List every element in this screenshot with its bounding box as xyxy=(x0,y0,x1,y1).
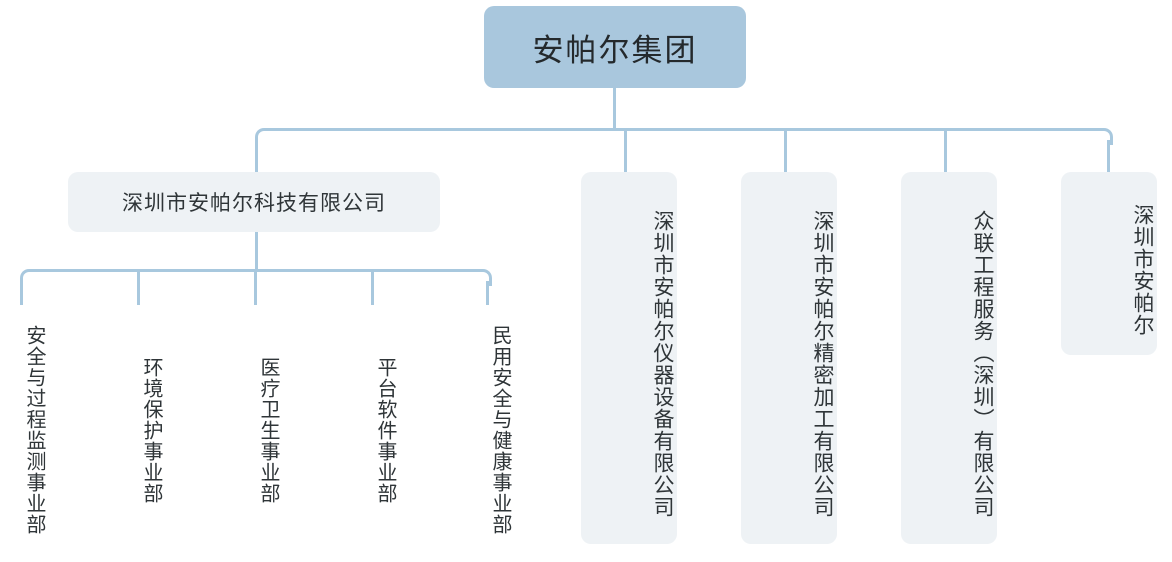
subsidiary-node-5-label: 深圳市安帕尔 xyxy=(1131,203,1154,336)
connector-drop-department-1 xyxy=(20,281,23,305)
connector-subsidiary-1-stem xyxy=(255,232,258,272)
connector-drop-department-4 xyxy=(371,272,374,305)
connector-main-bus xyxy=(266,128,1099,131)
connector-drop-department-3 xyxy=(254,272,257,305)
connector-root-stem xyxy=(613,88,616,131)
connector-bus-right-corner xyxy=(1098,128,1113,145)
connector-drop-subsidiary-5 xyxy=(1107,140,1110,172)
subsidiary-node-4-label: 众联工程服务（深圳）有限公司 xyxy=(971,210,994,518)
subsidiary-node-3[interactable]: 深圳市安帕尔精密加工有限公司 xyxy=(741,172,837,544)
department-node-4[interactable]: 平台软件事业部 xyxy=(351,305,396,555)
root-node-anpaer-group[interactable]: 安帕尔集团 xyxy=(484,6,746,88)
connector-dept-bus-right-corner xyxy=(477,269,492,286)
subsidiary-node-5[interactable]: 深圳市安帕尔 xyxy=(1061,172,1157,355)
department-node-5[interactable]: 民用安全与健康事业部 xyxy=(466,305,511,555)
connector-drop-department-2 xyxy=(137,272,140,305)
root-node-label: 安帕尔集团 xyxy=(532,32,698,68)
department-node-3-label: 医疗卫生事业部 xyxy=(257,356,279,504)
connector-drop-subsidiary-1 xyxy=(255,140,258,172)
connector-drop-subsidiary-2 xyxy=(624,131,627,172)
subsidiary-node-2[interactable]: 深圳市安帕尔仪器设备有限公司 xyxy=(581,172,677,544)
department-node-5-label: 民用安全与健康事业部 xyxy=(489,325,511,535)
department-node-1-label: 安全与过程监测事业部 xyxy=(23,325,45,535)
connector-drop-department-5 xyxy=(486,281,489,305)
connector-dept-bus-left-corner xyxy=(20,269,35,286)
subsidiary-node-1-label: 深圳市安帕尔科技有限公司 xyxy=(122,192,386,215)
department-node-4-label: 平台软件事业部 xyxy=(374,356,396,504)
department-node-2-label: 环境保护事业部 xyxy=(140,356,162,504)
connector-drop-subsidiary-3 xyxy=(784,131,787,172)
subsidiary-node-2-label: 深圳市安帕尔仪器设备有限公司 xyxy=(651,210,674,518)
subsidiary-node-3-label: 深圳市安帕尔精密加工有限公司 xyxy=(811,210,834,518)
department-node-1[interactable]: 安全与过程监测事业部 xyxy=(0,305,45,555)
department-node-3[interactable]: 医疗卫生事业部 xyxy=(234,305,279,555)
department-node-2[interactable]: 环境保护事业部 xyxy=(117,305,162,555)
connector-bus-left-corner xyxy=(255,128,270,145)
connector-drop-subsidiary-4 xyxy=(944,131,947,172)
subsidiary-node-1[interactable]: 深圳市安帕尔科技有限公司 xyxy=(68,172,440,232)
subsidiary-node-4[interactable]: 众联工程服务（深圳）有限公司 xyxy=(901,172,997,544)
connector-dept-bus xyxy=(31,269,478,272)
